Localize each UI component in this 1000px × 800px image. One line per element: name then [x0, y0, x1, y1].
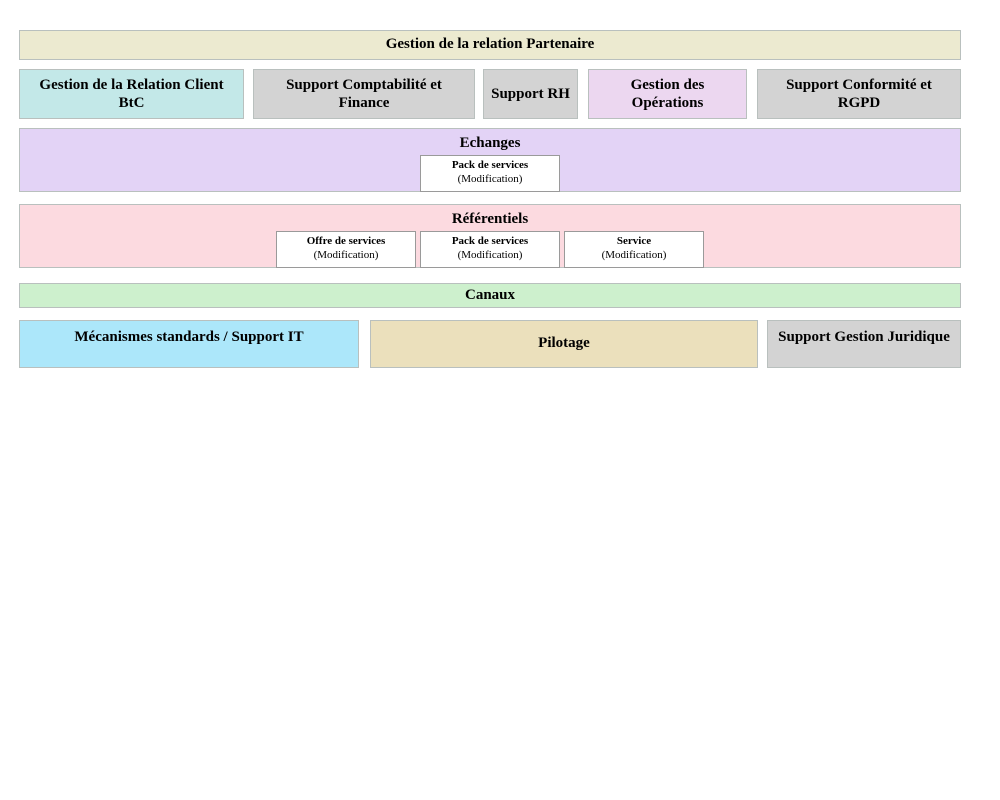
band-referentiels-heading: Référentiels: [451, 211, 529, 227]
item-subtitle: (Modification): [313, 248, 379, 261]
band-echanges-items: Pack de services(Modification): [20, 155, 960, 192]
domain-card-support-conformite-et-rgpd[interactable]: Support Conformité et RGPD: [757, 69, 961, 119]
support-card-pilotage[interactable]: Pilotage: [370, 320, 758, 368]
banner-canaux-label: Canaux: [464, 286, 516, 303]
item-subtitle: (Modification): [457, 172, 523, 185]
band-echanges-heading: Echanges: [459, 135, 521, 151]
domain-card-label: Support RH: [491, 86, 570, 102]
item-pack-de-services[interactable]: Pack de services(Modification): [420, 231, 560, 268]
domain-card-gestion-de-la-relation-client-btc[interactable]: Gestion de la Relation Client BtC: [19, 69, 244, 119]
band-referentiels-items: Offre de services(Modification)Pack de s…: [20, 231, 960, 268]
band-referentiels[interactable]: Référentiels Offre de services(Modificat…: [19, 204, 961, 268]
domain-card-support-rh[interactable]: Support RH: [483, 69, 578, 119]
domain-card-gestion-des-operations[interactable]: Gestion des Opérations: [588, 69, 747, 119]
domain-card-label: Support Conformité et RGPD: [786, 77, 932, 111]
item-pack-de-services[interactable]: Pack de services(Modification): [420, 155, 560, 192]
support-card-label: Support Gestion Juridique: [778, 329, 950, 345]
item-subtitle: (Modification): [601, 248, 667, 261]
support-card-support-gestion-juridique[interactable]: Support Gestion Juridique: [767, 320, 961, 368]
item-title: Offre de services: [306, 235, 386, 247]
support-card-row: Mécanismes standards / Support IT Pilotag…: [0, 320, 1000, 368]
item-service[interactable]: Service(Modification): [564, 231, 704, 268]
domain-card-row: Gestion de la Relation Client BtC Support…: [0, 69, 1000, 119]
item-title: Service: [616, 235, 652, 247]
support-card-label: Pilotage: [538, 335, 590, 351]
banner-gestion-relation-partenaire[interactable]: Gestion de la relation Partenaire: [19, 30, 961, 60]
domain-card-label: Gestion de la Relation Client BtC: [39, 77, 224, 111]
domain-card-label: Support Comptabilité et Finance: [286, 77, 442, 111]
banner-canaux[interactable]: Canaux: [19, 283, 961, 308]
item-title: Pack de services: [451, 235, 529, 247]
support-card-mecanismes-standards-support-it[interactable]: Mécanismes standards / Support IT: [19, 320, 359, 368]
support-card-label: Mécanismes standards / Support IT: [74, 329, 304, 345]
item-subtitle: (Modification): [457, 248, 523, 261]
band-echanges[interactable]: Echanges Pack de services(Modification): [19, 128, 961, 192]
domain-card-label: Gestion des Opérations: [630, 77, 705, 111]
banner-label: Gestion de la relation Partenaire: [385, 36, 595, 53]
domain-card-support-comptabilite-et-finance[interactable]: Support Comptabilité et Finance: [253, 69, 475, 119]
item-offre-de-services[interactable]: Offre de services(Modification): [276, 231, 416, 268]
item-title: Pack de services: [451, 159, 529, 171]
